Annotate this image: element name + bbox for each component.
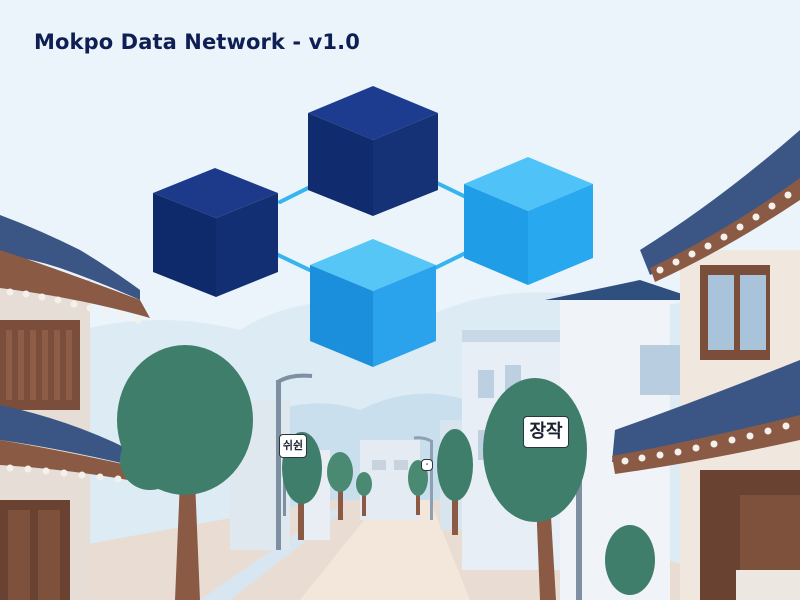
roof [612, 360, 800, 462]
network-node-cube [310, 239, 436, 367]
page-title: Mokpo Data Network - v1.0 [34, 30, 360, 54]
bush [605, 525, 655, 595]
tree [117, 345, 253, 600]
network-node-cube [464, 157, 593, 285]
tree [437, 429, 473, 535]
street-sign-small: - [421, 459, 433, 471]
sign-pole [576, 420, 582, 600]
street-sign: 장작 [523, 416, 569, 448]
street-sign: 쉬쉰 [279, 434, 307, 458]
roof [640, 130, 800, 275]
tree [483, 378, 587, 600]
network-node-cube [153, 168, 278, 297]
tree [327, 452, 353, 520]
network-node-cube [308, 86, 438, 216]
road [300, 500, 470, 600]
tree [356, 472, 372, 516]
roof [0, 215, 140, 300]
roof [0, 405, 150, 470]
street-lamp [413, 436, 433, 520]
street-lamp [276, 373, 313, 550]
